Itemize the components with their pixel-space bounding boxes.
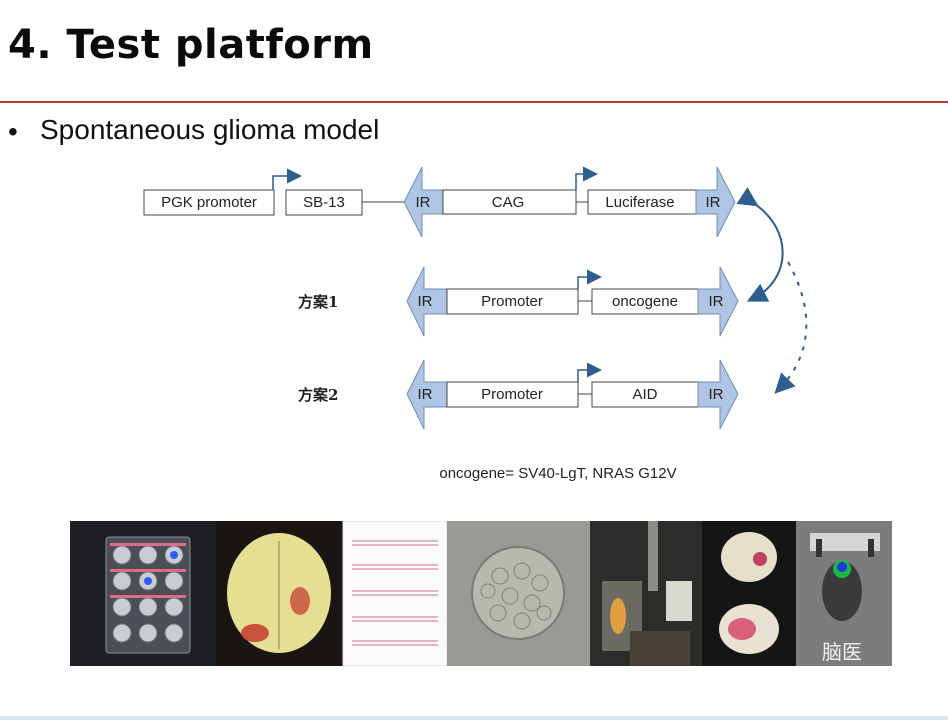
- sb13-box: [285, 189, 363, 216]
- ir-right-arrow: [697, 266, 739, 337]
- oncogene-footnote: oncogene= SV40-LgT, NRAS G12V: [439, 465, 676, 482]
- ir-left-label: IR: [418, 386, 433, 403]
- lab-equipment-photo: [590, 521, 702, 666]
- insertion-curve-arrow: [736, 187, 784, 302]
- transcription-arrow-icon: [577, 269, 602, 289]
- well-plate-photo: [70, 521, 216, 666]
- scheme-1-label: 方案1: [298, 293, 338, 311]
- aid-label: AID: [632, 386, 657, 403]
- oncogene-label: oncogene: [612, 293, 678, 310]
- ir-right-label: IR: [709, 293, 724, 310]
- sequencing-trace-photo: [342, 521, 448, 666]
- brain-tumor-photo: [216, 521, 343, 666]
- scheme-2-label: 方案2: [298, 386, 338, 404]
- luciferase-box: [587, 189, 697, 215]
- ir-right-arrow: [695, 166, 736, 238]
- pgk-promoter-box: [143, 189, 275, 216]
- promoter-label: Promoter: [481, 293, 543, 310]
- sb13-label: SB-13: [303, 194, 345, 211]
- ir-right-label: IR: [709, 386, 724, 403]
- experiment-photo-strip: 脑医: [70, 521, 892, 666]
- mouse-bioluminescence-photo: 脑医: [796, 521, 892, 666]
- cag-label: CAG: [492, 194, 525, 211]
- construct-diagram: PGK promoter SB-13 IR CAG Luciferase IR …: [143, 166, 808, 482]
- watermark-text: 脑医: [822, 640, 862, 664]
- ir-right-arrow: [697, 359, 739, 430]
- transcription-arrow-icon: [575, 166, 598, 190]
- alternative-curve-arrow: [774, 261, 808, 394]
- aid-box: [591, 381, 699, 408]
- oncogene-box: [591, 288, 699, 315]
- ir-right-label: IR: [706, 194, 721, 211]
- slide-title: 4. Test platform: [8, 22, 374, 68]
- ir-left-label: IR: [418, 293, 433, 310]
- transcription-arrow-icon: [577, 362, 602, 382]
- neurosphere-photo: [447, 521, 590, 666]
- bullet-text: Spontaneous glioma model: [40, 114, 380, 145]
- pgk-promoter-label: PGK promoter: [161, 194, 257, 211]
- ir-left-label: IR: [416, 194, 431, 211]
- transcription-arrow-icon: [272, 168, 302, 190]
- bullet-dot: •: [8, 116, 18, 147]
- cag-box: [442, 189, 577, 215]
- title-divider: [0, 101, 948, 103]
- footer-divider: [0, 716, 948, 720]
- promoter-label: Promoter: [481, 386, 543, 403]
- luciferase-label: Luciferase: [605, 194, 674, 211]
- promoter-box: [446, 381, 579, 408]
- brain-sections-photo: [702, 521, 796, 666]
